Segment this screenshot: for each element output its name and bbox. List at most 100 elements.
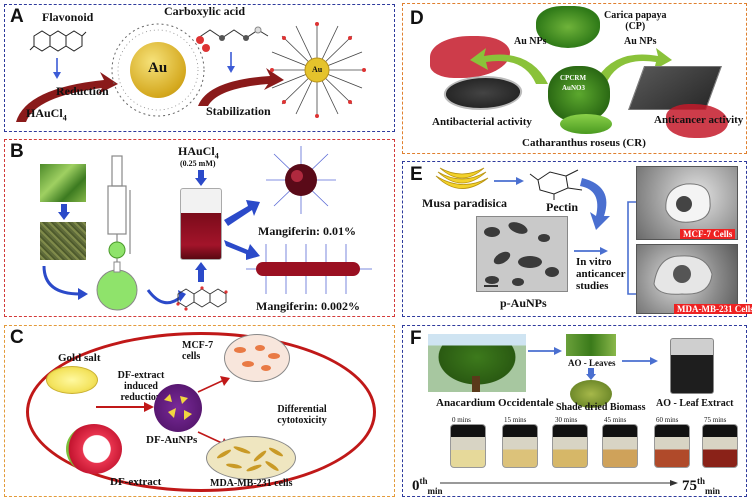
- ao-leaves-photo: [566, 334, 616, 356]
- spherical-nanoparticle: [266, 146, 336, 214]
- mangiferin-structure: [176, 286, 228, 311]
- tem-particles: [484, 222, 559, 287]
- mcf7-arrow: [197, 376, 230, 393]
- biomass-to-extract-arrow: [622, 357, 658, 365]
- time-label-60: 60 mins: [656, 416, 679, 424]
- df-reduction-label: DF-extract induced reduction: [117, 370, 165, 403]
- vial-45-min: [602, 424, 638, 468]
- red-solution-vial: [180, 188, 222, 260]
- b-concentration-label: (0.25 mM): [180, 159, 216, 168]
- vial-75-min: [702, 424, 738, 468]
- musa-label: Musa paradisica: [422, 196, 508, 210]
- curved-blue-arrow-flask: [42, 265, 88, 300]
- df-aunps-circle: [154, 384, 202, 432]
- panel-b-letter: B: [10, 141, 24, 162]
- mda-cells-dish: [206, 436, 296, 480]
- in-vitro-label: In vitro anticancer studies: [576, 256, 626, 292]
- reduction-label: Reduction: [56, 84, 109, 98]
- mcf7-cells-dish: [224, 334, 290, 382]
- gold-salt-label: Gold salt: [58, 352, 101, 364]
- panel-a: [4, 4, 395, 132]
- panel-f-letter: F: [410, 328, 422, 349]
- panel-d-letter: D: [410, 8, 424, 29]
- au-nanoparticle-shell: [111, 23, 205, 117]
- reduction-curved-arrow: [16, 72, 118, 122]
- carboxylic-acid-structure: [196, 26, 269, 52]
- mangiferin-up-arrow: [195, 262, 207, 282]
- sem-mcf7-cell: [665, 183, 711, 223]
- au-nps-left-label: Au NPs: [514, 36, 547, 47]
- dragon-fruit-image: [66, 424, 122, 474]
- stabilized-au-nanoparticle: [270, 22, 366, 118]
- vial-60-min: [654, 424, 690, 468]
- anticancer-label: Anticancer activity: [654, 114, 744, 126]
- leaves-to-powder-arrow: [58, 204, 70, 220]
- au-nanoparticle-core: [130, 42, 186, 98]
- stabilization-arrow-down: [227, 52, 235, 73]
- mangiferin-001-label: Mangiferin: 0.01%: [258, 224, 356, 238]
- arrow-to-spherical: [224, 200, 260, 226]
- catharanthus-leaf: [560, 114, 612, 134]
- mcf7-cells-label: MCF-7 Cells: [680, 229, 736, 239]
- time-label-30: 30 mins: [555, 416, 578, 424]
- mixture-leaves: [548, 66, 610, 122]
- agno3-label: AuNO3: [562, 84, 585, 92]
- df-extract-label: DF-extract: [110, 476, 162, 488]
- dried-leaf-powder-photo: [40, 222, 86, 260]
- flavonoid-structure: [29, 30, 87, 52]
- arrow-to-anticancer: [594, 48, 672, 84]
- au-nps-right-label: Au NPs: [624, 36, 657, 47]
- haucl4-label: HAuCl4: [26, 106, 67, 123]
- arrow-to-antibacterial: [470, 48, 548, 84]
- timeline-arrow: [440, 480, 678, 486]
- mda-label: MDA-MB-231 cells: [210, 478, 293, 489]
- pectin-curved-arrow: [580, 178, 610, 230]
- mda-cells-label: MDA-MB-231 Cells: [674, 304, 752, 314]
- carboxylic-acid-label: Carboxylic acid: [164, 4, 245, 18]
- vial-30-min: [552, 424, 588, 468]
- mangiferin-0002-label: Mangiferin: 0.002%: [256, 299, 360, 313]
- arrow-to-rod: [224, 240, 260, 260]
- tree-trunk: [472, 376, 480, 392]
- df-aunps-triangles: [164, 394, 192, 420]
- carica-papaya-label: Carica papaya(CP): [604, 10, 667, 32]
- df-aunps-label: DF-AuNPs: [146, 434, 198, 446]
- extract-beaker: [670, 338, 714, 394]
- biomass-photo: [570, 380, 612, 408]
- pectin-label: Pectin: [546, 200, 578, 214]
- b-haucl4-label: HAuCl4: [178, 144, 219, 161]
- tem-to-studies-arrow: [574, 247, 608, 255]
- leaves-to-biomass-arrow: [586, 368, 596, 380]
- au-core-label: Au: [148, 60, 168, 76]
- studies-bracket: [627, 201, 636, 295]
- timeline-start-label: 0thmin: [412, 476, 443, 496]
- ao-leaves-label: AO - Leaves: [568, 358, 616, 368]
- anacardium-label: Anacardium Occidentale: [436, 397, 554, 409]
- soxhlet-apparatus: [96, 155, 138, 311]
- mda-cells: [217, 446, 283, 472]
- timeline-end-label: 75thmin: [682, 476, 721, 496]
- cpcrm-label: CPCRM: [560, 74, 587, 82]
- vial-0-min: [450, 424, 486, 468]
- differential-cytotoxicity-label: Differential cytotoxicity: [277, 404, 327, 426]
- banana-to-pectin-arrow: [494, 177, 524, 185]
- antibacterial-label: Antibacterial activity: [432, 116, 532, 128]
- shade-dried-label: Shade dried Biomass: [556, 402, 646, 413]
- panel-a-letter: A: [10, 6, 24, 27]
- panel-c-letter: C: [10, 327, 24, 348]
- stabilization-curved-arrow: [198, 68, 284, 106]
- banana-image: [435, 167, 489, 189]
- vial-15-min: [502, 424, 538, 468]
- sem-mda-cell: [653, 255, 713, 295]
- flavonoid-label: Flavonoid: [42, 10, 94, 24]
- time-label-0: 0 mins: [452, 416, 471, 424]
- au-small-label: Au: [312, 65, 323, 74]
- paunps-label: p-AuNPs: [500, 296, 547, 310]
- gold-salt-dish: [46, 366, 98, 394]
- ao-extract-label: AO - Leaf Extract: [656, 398, 734, 409]
- reduction-arrow-down: [53, 58, 61, 79]
- tree-to-leaves-arrow: [528, 347, 562, 355]
- rod-nanoparticle: [246, 244, 372, 294]
- pectin-structure: [529, 169, 583, 200]
- mcf7-cells: [234, 345, 280, 371]
